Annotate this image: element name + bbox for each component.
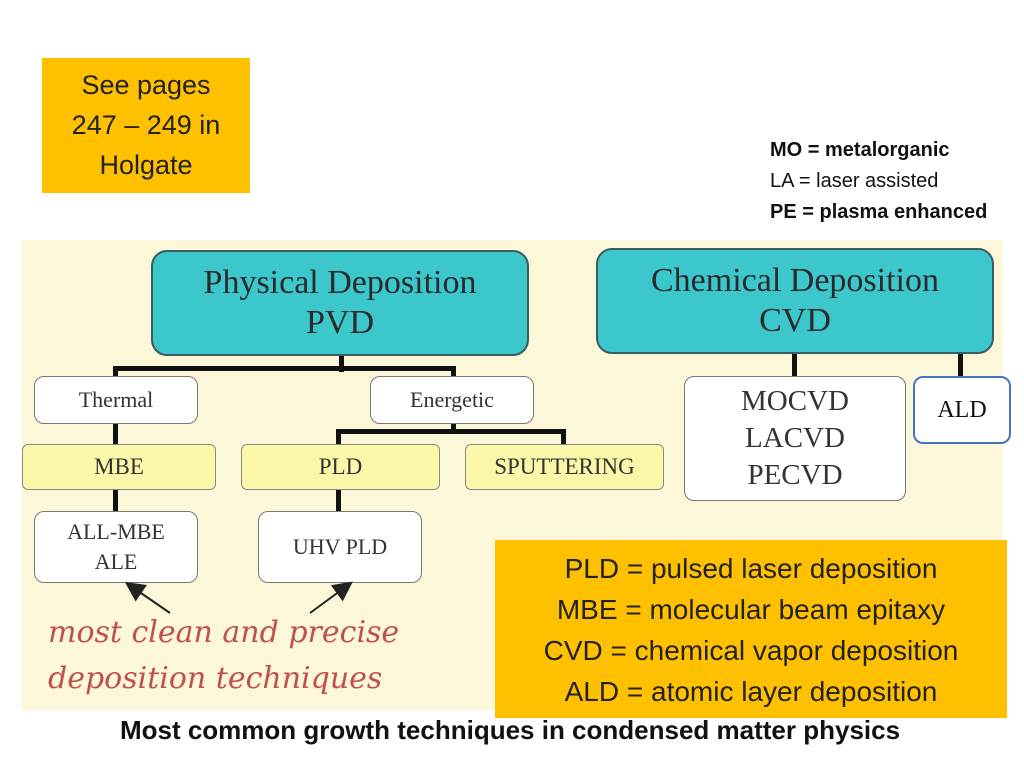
connector: [451, 366, 456, 378]
all-mbe-label: ALL-MBE: [67, 519, 165, 544]
slide-caption: Most common growth techniques in condens…: [0, 715, 1024, 746]
abbr-mbe: MBE = molecular beam epitaxy: [556, 594, 946, 625]
legend: MO = metalorganic LA = laser assisted PE…: [770, 135, 1020, 228]
slogan-line-1: most clean and precise: [48, 615, 400, 650]
pvd-title: Physical Deposition: [203, 264, 477, 301]
legend-la: LA = laser assisted: [770, 170, 939, 192]
reference-note-line-2: 247 – 249 in: [71, 110, 221, 140]
cvd-variants-box: MOCVD LACVD PECVD: [684, 376, 906, 501]
energetic-box: Energetic: [370, 376, 534, 424]
connector: [792, 354, 797, 378]
mocvd-label: MOCVD: [741, 385, 849, 417]
pvd-box: Physical Deposition PVD: [151, 250, 529, 356]
connector: [561, 429, 566, 445]
connector: [958, 354, 963, 378]
mbe-box: MBE: [22, 444, 216, 490]
connector: [113, 366, 456, 371]
reference-note-line-3: Holgate: [99, 150, 193, 180]
thermal-box: Thermal: [34, 376, 198, 424]
arrow-to-all-mbe: [124, 581, 171, 614]
abbr-pld: PLD = pulsed laser deposition: [564, 553, 938, 584]
arrow-to-uhv-pld: [309, 581, 353, 614]
connector: [113, 422, 118, 445]
arrows: [124, 581, 353, 614]
uhv-pld-box: UHV PLD: [258, 511, 422, 583]
cvd-title: Chemical Deposition: [650, 262, 939, 299]
abbr-ald: ALD = atomic layer deposition: [564, 676, 938, 707]
ale-label: ALE: [94, 549, 138, 574]
connector: [451, 422, 456, 432]
connector: [339, 354, 344, 372]
reference-note-line-1: See pages: [81, 70, 211, 100]
connector: [336, 429, 566, 434]
slogan-line-2: deposition techniques: [48, 661, 383, 696]
deposition-diagram: Physical Deposition PVD Chemical Deposit…: [22, 240, 1011, 710]
legend-pe: PE = plasma enhanced: [770, 201, 988, 223]
slogan: most clean and precise deposition techni…: [48, 610, 399, 702]
caption-text: Most common growth techniques in condens…: [119, 715, 901, 745]
pld-box: PLD: [241, 444, 440, 490]
connector: [113, 488, 118, 512]
pvd-abbrev: PVD: [305, 304, 375, 341]
reference-note: See pages 247 – 249 in Holgate: [42, 58, 250, 193]
abbr-cvd: CVD = chemical vapor deposition: [543, 635, 959, 666]
connector: [336, 488, 341, 512]
lacvd-label: LACVD: [745, 422, 845, 454]
legend-mo: MO = metalorganic: [770, 139, 950, 161]
connector: [113, 366, 118, 378]
ald-box: ALD: [913, 376, 1011, 444]
all-mbe-box: ALL-MBE ALE: [34, 511, 198, 583]
cvd-abbrev: CVD: [759, 302, 831, 339]
sputtering-box: SPUTTERING: [465, 444, 664, 490]
cvd-box: Chemical Deposition CVD: [596, 248, 994, 354]
abbreviation-box: PLD = pulsed laser deposition MBE = mole…: [495, 540, 1007, 718]
connector: [336, 429, 341, 445]
pecvd-label: PECVD: [747, 459, 843, 491]
